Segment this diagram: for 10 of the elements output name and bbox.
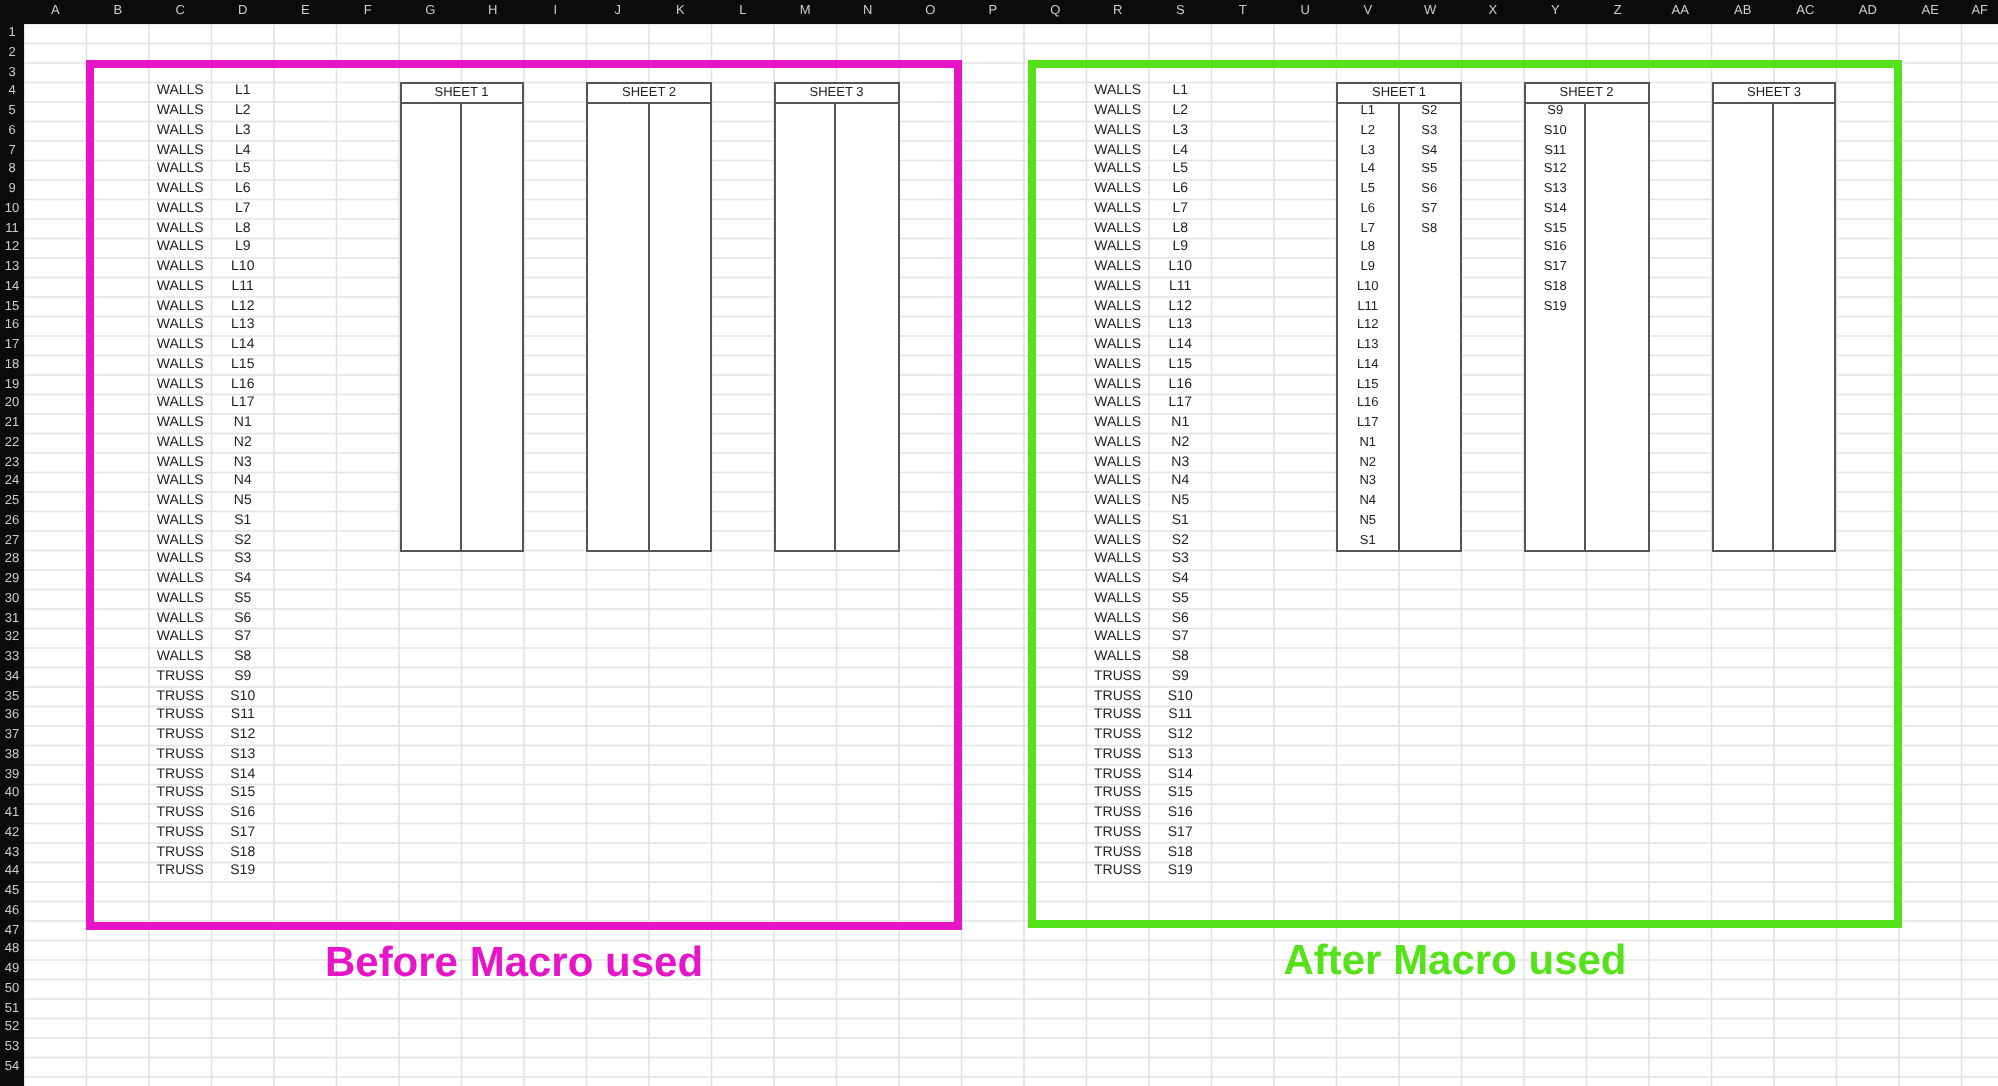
sheet-table: [586, 82, 712, 553]
caption-text: Before Macro used: [324, 940, 704, 988]
sheet-table: [774, 82, 899, 553]
sheet-table: [1711, 82, 1837, 553]
sheet-table: [399, 82, 524, 553]
highlight-frame: [86, 60, 962, 930]
caption-text: After Macro used: [1283, 938, 1627, 986]
sheet-table: [1524, 82, 1649, 553]
sheet-table: [1336, 82, 1462, 553]
highlight-frame: [1028, 60, 1902, 928]
